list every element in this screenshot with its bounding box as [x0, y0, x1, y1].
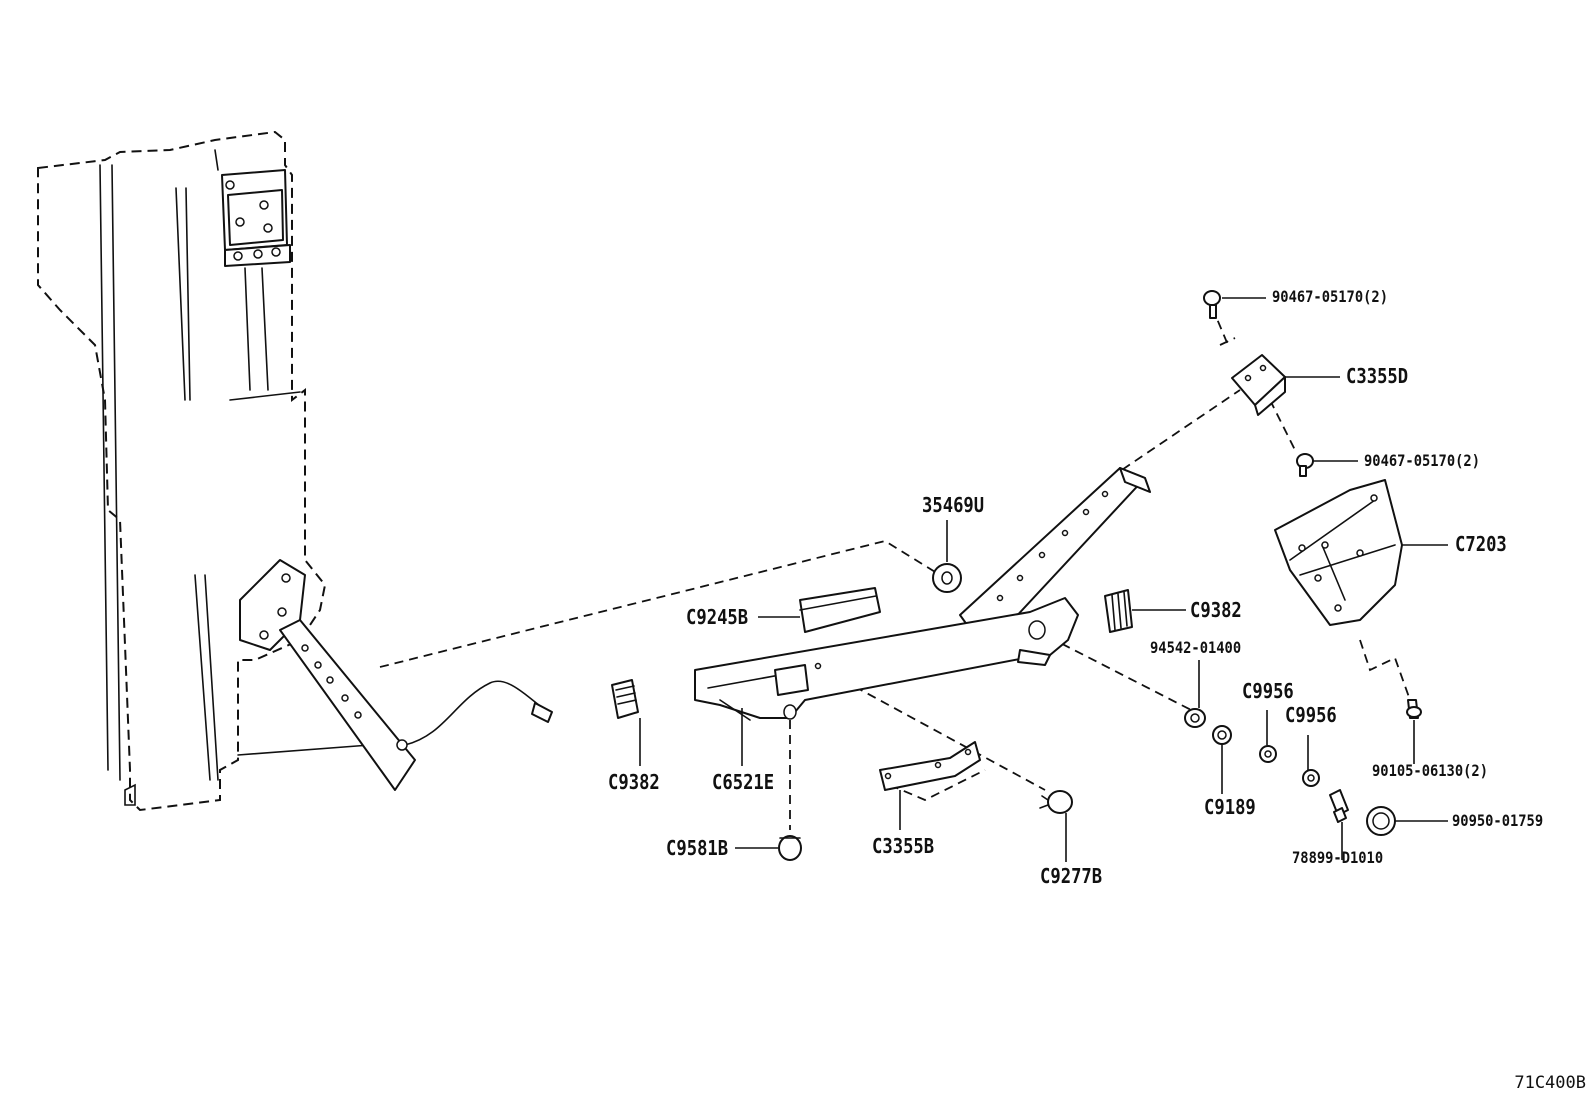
part-C9956-washer-a [1259, 745, 1277, 763]
part-90467-bolt-bottom [1296, 453, 1314, 477]
callout-35469U: 35469U [922, 493, 985, 517]
part-C6521E-carrier-arm [694, 597, 1079, 721]
part-78899-bolt [1329, 789, 1349, 823]
callout-C9581B: C9581B [666, 836, 729, 860]
callout-90105-06130: 90105-06130(2) [1372, 761, 1488, 780]
callout-C9245B: C9245B [686, 605, 749, 629]
callout-94542-01400: 94542-01400 [1150, 638, 1242, 657]
callout-78899-D1010: 78899-D1010 [1292, 848, 1384, 867]
callout-leader-lines [639, 297, 1448, 862]
part-C3355D-bracket [1231, 354, 1286, 416]
part-C9245B-plate [799, 587, 881, 633]
part-90467-bolt-top [1203, 290, 1221, 319]
part-C9277B-clip [1039, 790, 1073, 814]
callout-C9956-b: C9956 [1285, 703, 1337, 727]
part-C3355B-bracket [879, 741, 981, 791]
part-C7203-cover [1274, 479, 1403, 626]
callout-90950-01759: 90950-01759 [1452, 811, 1544, 830]
callout-C9382-right: C9382 [1190, 598, 1242, 622]
diagonal-support-arm [959, 467, 1151, 651]
part-94542-nut [1184, 708, 1206, 728]
part-35469U-spacer [932, 563, 962, 593]
part-C9189-washer [1212, 725, 1232, 745]
callout-C7203: C7203 [1455, 532, 1507, 556]
part-C9581B-knob [778, 835, 802, 861]
callout-90467-top: 90467-05170(2) [1272, 287, 1388, 306]
callout-C9189: C9189 [1204, 795, 1256, 819]
callout-C9956-a: C9956 [1242, 679, 1294, 703]
vehicle-frame-phantom [37, 130, 553, 812]
callout-C6521E: C6521E [712, 770, 775, 794]
diagram-id: 71C400B [1514, 1073, 1586, 1093]
part-C9382-cap-right [1104, 589, 1133, 633]
callout-C3355D: C3355D [1346, 364, 1409, 388]
callout-C9277B: C9277B [1040, 864, 1103, 888]
callout-C3355B: C3355B [872, 834, 935, 858]
assembly-guide-lines [379, 306, 1411, 830]
callout-C9382-left: C9382 [608, 770, 660, 794]
part-90105-bolt [1406, 699, 1422, 719]
part-C9382-cap-left [611, 679, 639, 719]
part-90950-grommet [1366, 806, 1396, 836]
part-C9956-washer-b [1302, 769, 1320, 787]
callout-90467-bottom: 90467-05170(2) [1364, 451, 1480, 470]
